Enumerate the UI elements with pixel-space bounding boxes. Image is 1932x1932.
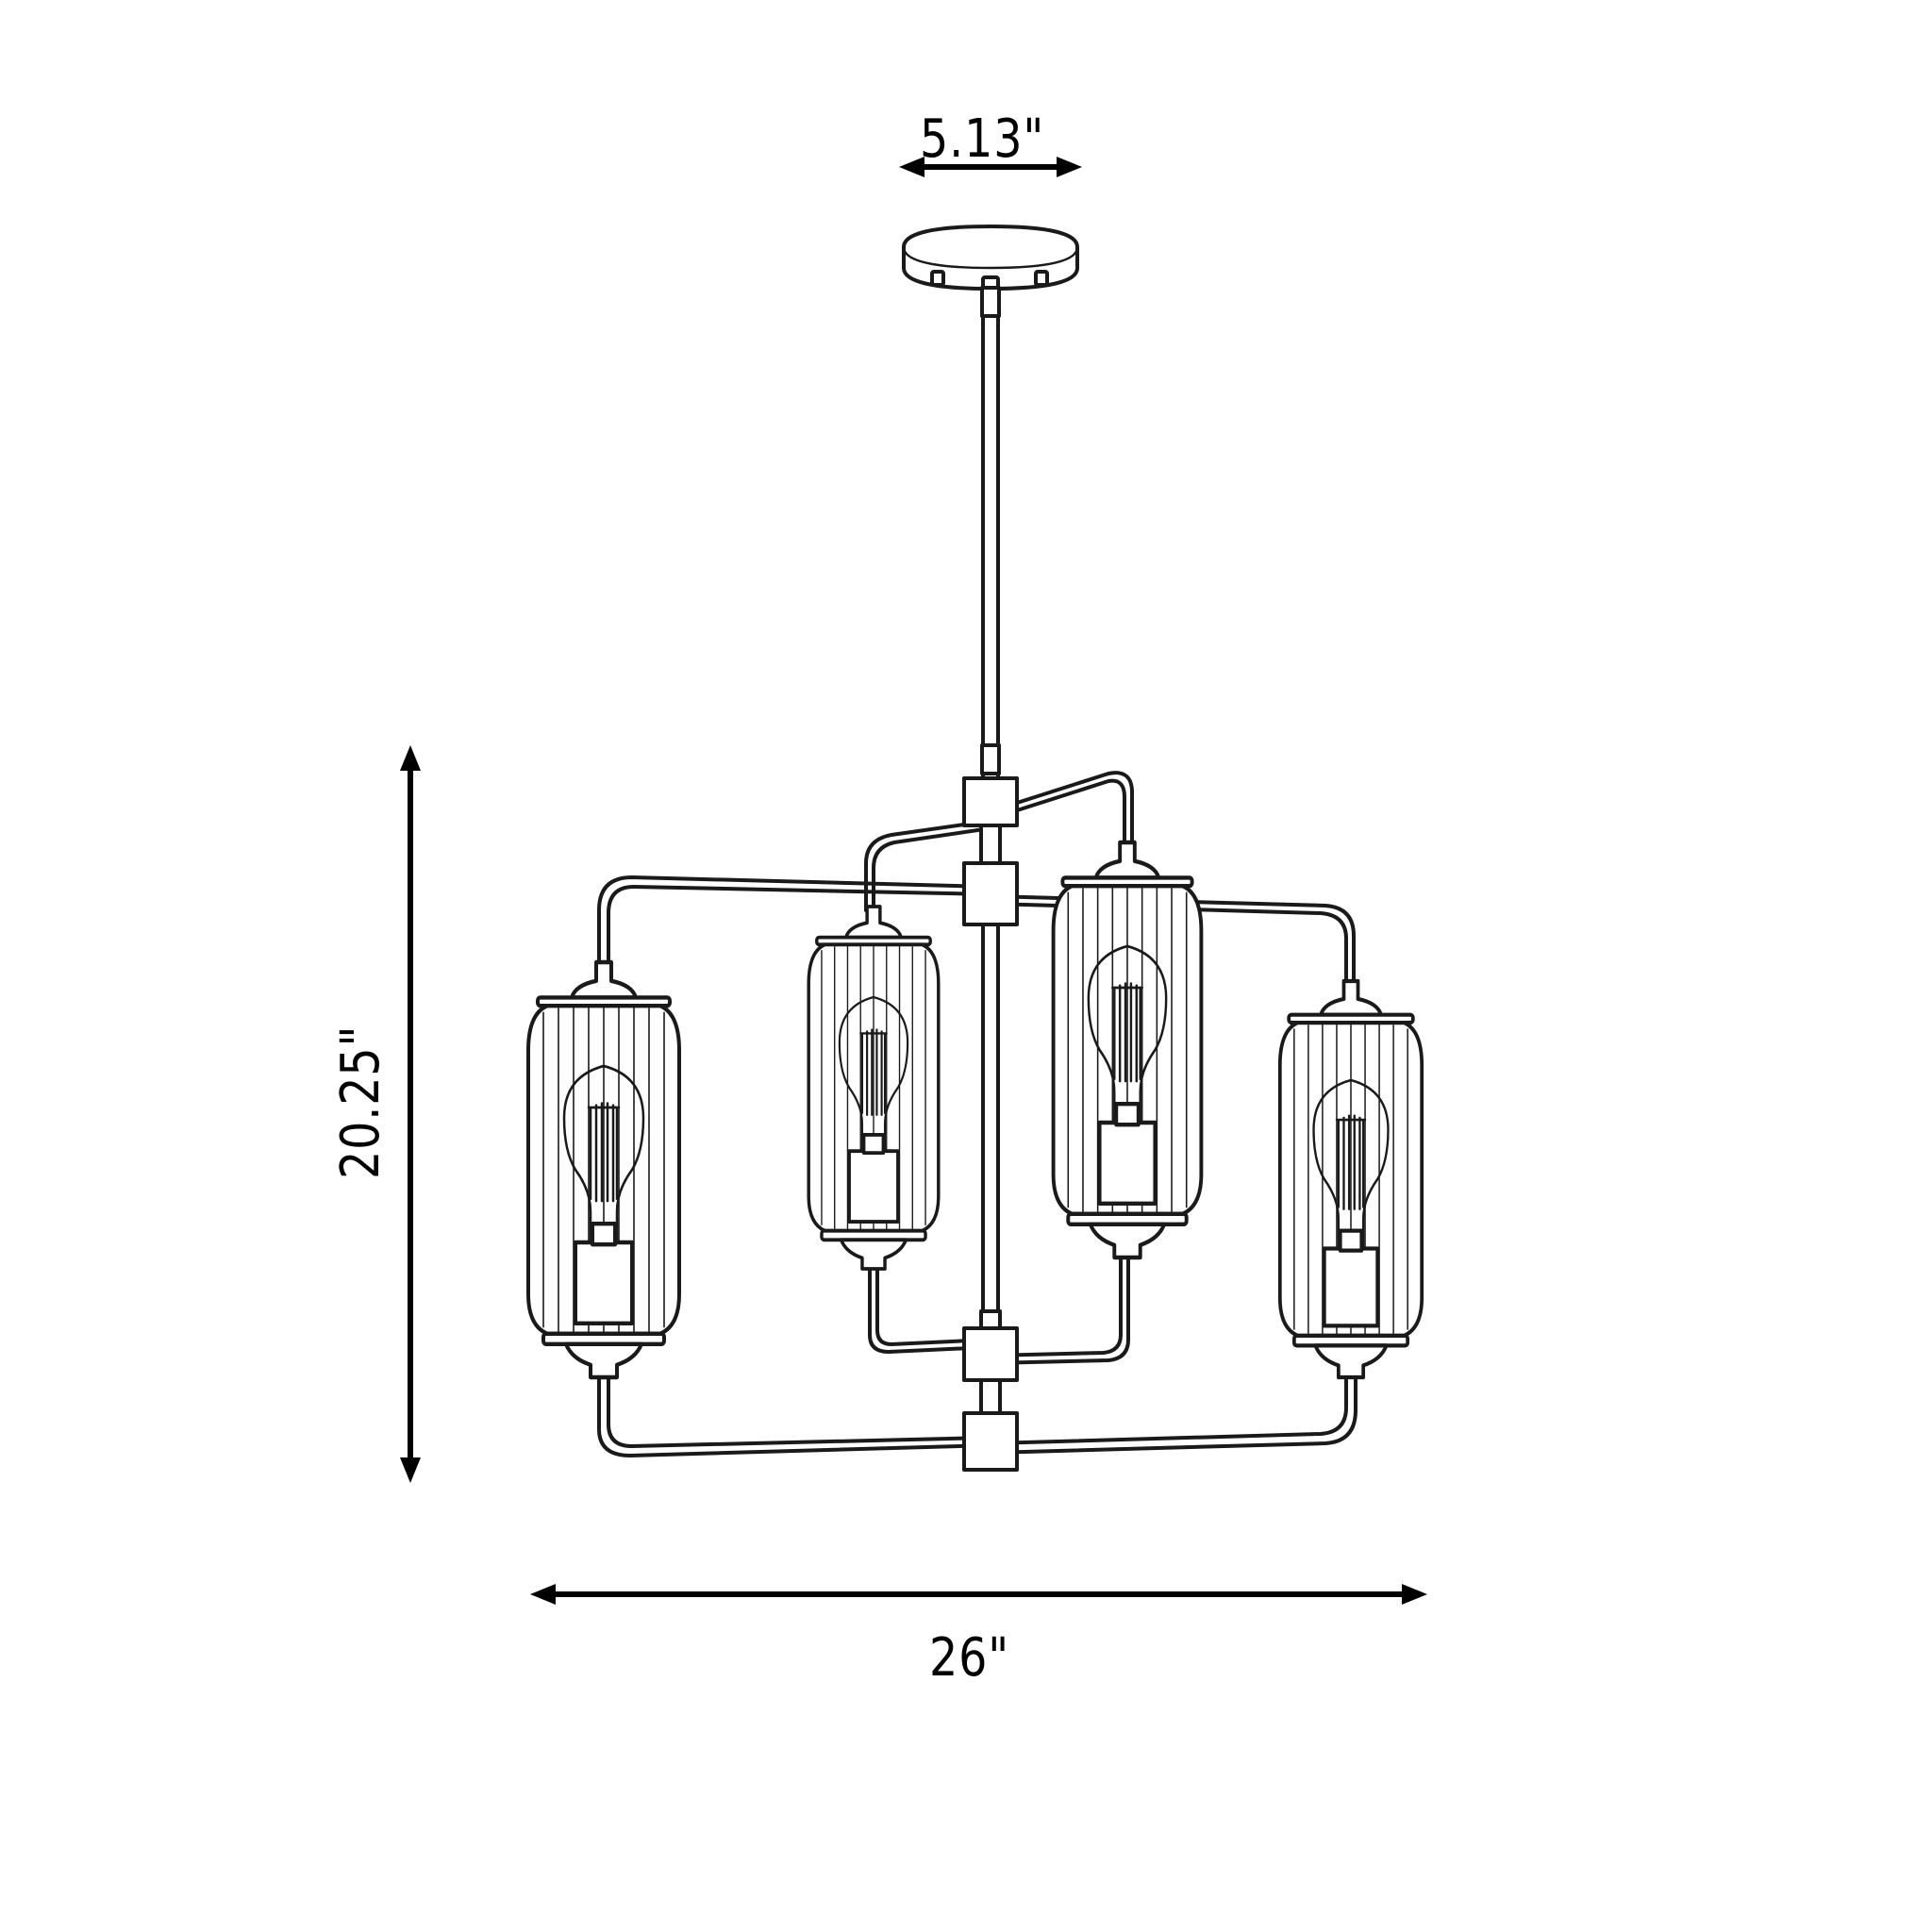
lamp-right-outer <box>1280 981 1422 1377</box>
inner-arm-frame <box>864 771 1134 1365</box>
lamp-right-inner <box>1054 842 1202 1257</box>
overall-height-dimension <box>400 745 421 1483</box>
center-column <box>962 772 1019 1472</box>
outer-arm-frame <box>597 875 1357 1457</box>
canopy-width-dimension <box>899 157 1082 177</box>
ceiling-canopy <box>902 225 1079 292</box>
down-rod <box>980 286 1001 775</box>
overall-height-label: 20.25" <box>330 1024 391 1179</box>
overall-width-dimension <box>530 1584 1427 1605</box>
overall-width-label: 26" <box>929 1627 1010 1689</box>
lamp-left-inner <box>807 905 941 1271</box>
lamp-left-outer <box>528 962 679 1377</box>
canopy-width-label: 5.13" <box>920 108 1045 170</box>
